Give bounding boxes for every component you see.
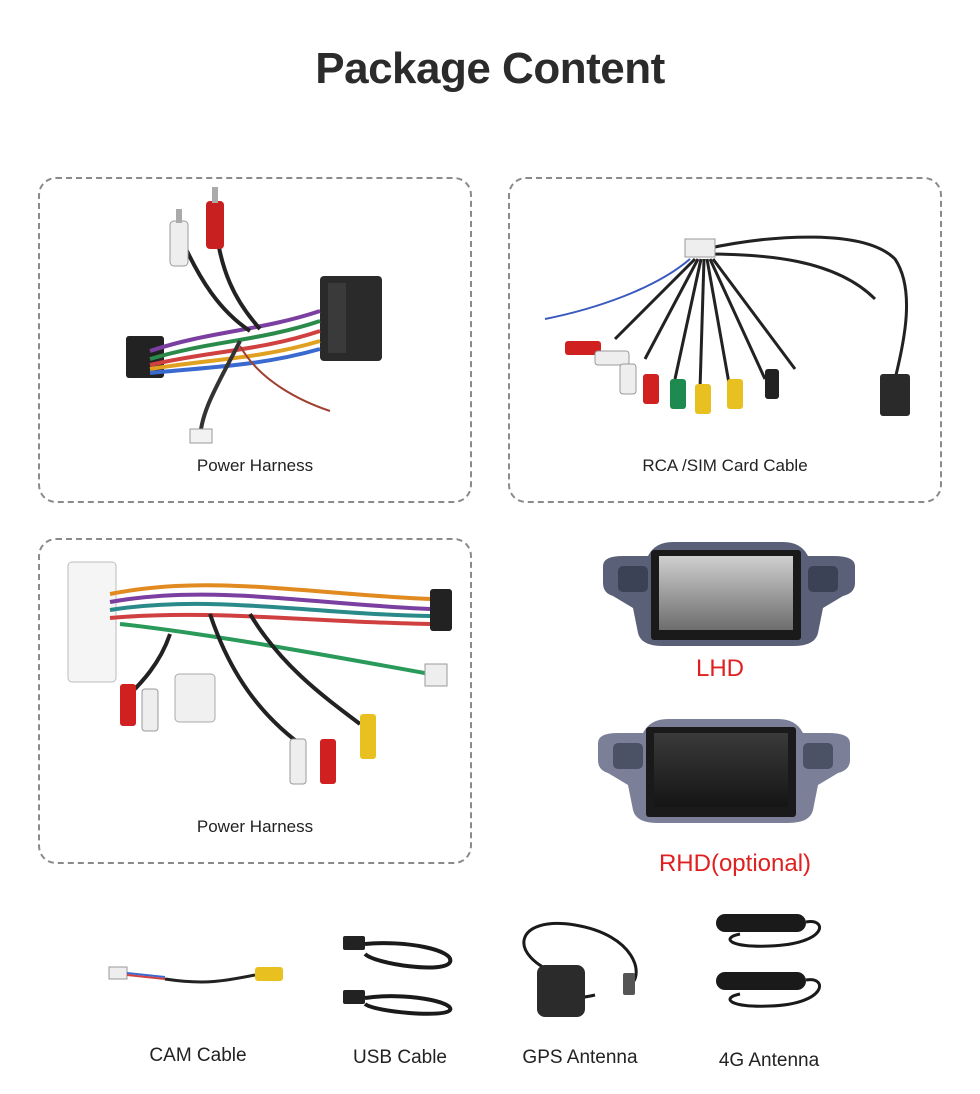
rca-sim-cable-label: RCA /SIM Card Cable xyxy=(642,456,808,475)
gps-antenna-label: GPS Antenna xyxy=(522,1047,638,1068)
rca-sim-cable-image xyxy=(544,235,910,416)
4g-antenna-image xyxy=(716,914,822,1008)
power-harness-label-1: Power Harness xyxy=(196,456,314,475)
power-harness-box-1: Power Harness xyxy=(38,177,472,503)
4g-antenna-label: 4G Antenna xyxy=(718,1050,820,1071)
cam-cable-label: CAM Cable xyxy=(149,1045,247,1066)
power-harness-box-2: Power Harness xyxy=(38,538,472,864)
rca-sim-cable-box: RCA /SIM Card Cable xyxy=(508,177,942,503)
power-harness-image xyxy=(126,187,382,444)
usb-cable-image xyxy=(343,936,453,1016)
cam-cable-image xyxy=(108,966,283,984)
lhd-label: LHD xyxy=(695,655,744,682)
page-title: Package Content xyxy=(315,44,665,93)
usb-cable-label: USB Cable xyxy=(353,1047,447,1068)
rhd-head-unit-image xyxy=(598,719,850,823)
gps-antenna-image xyxy=(522,922,638,1017)
power-harness-image-2 xyxy=(67,561,452,785)
rhd-label: RHD(optional) xyxy=(658,850,812,877)
lhd-head-unit-image xyxy=(603,542,855,646)
power-harness-label-2: Power Harness xyxy=(196,817,314,836)
